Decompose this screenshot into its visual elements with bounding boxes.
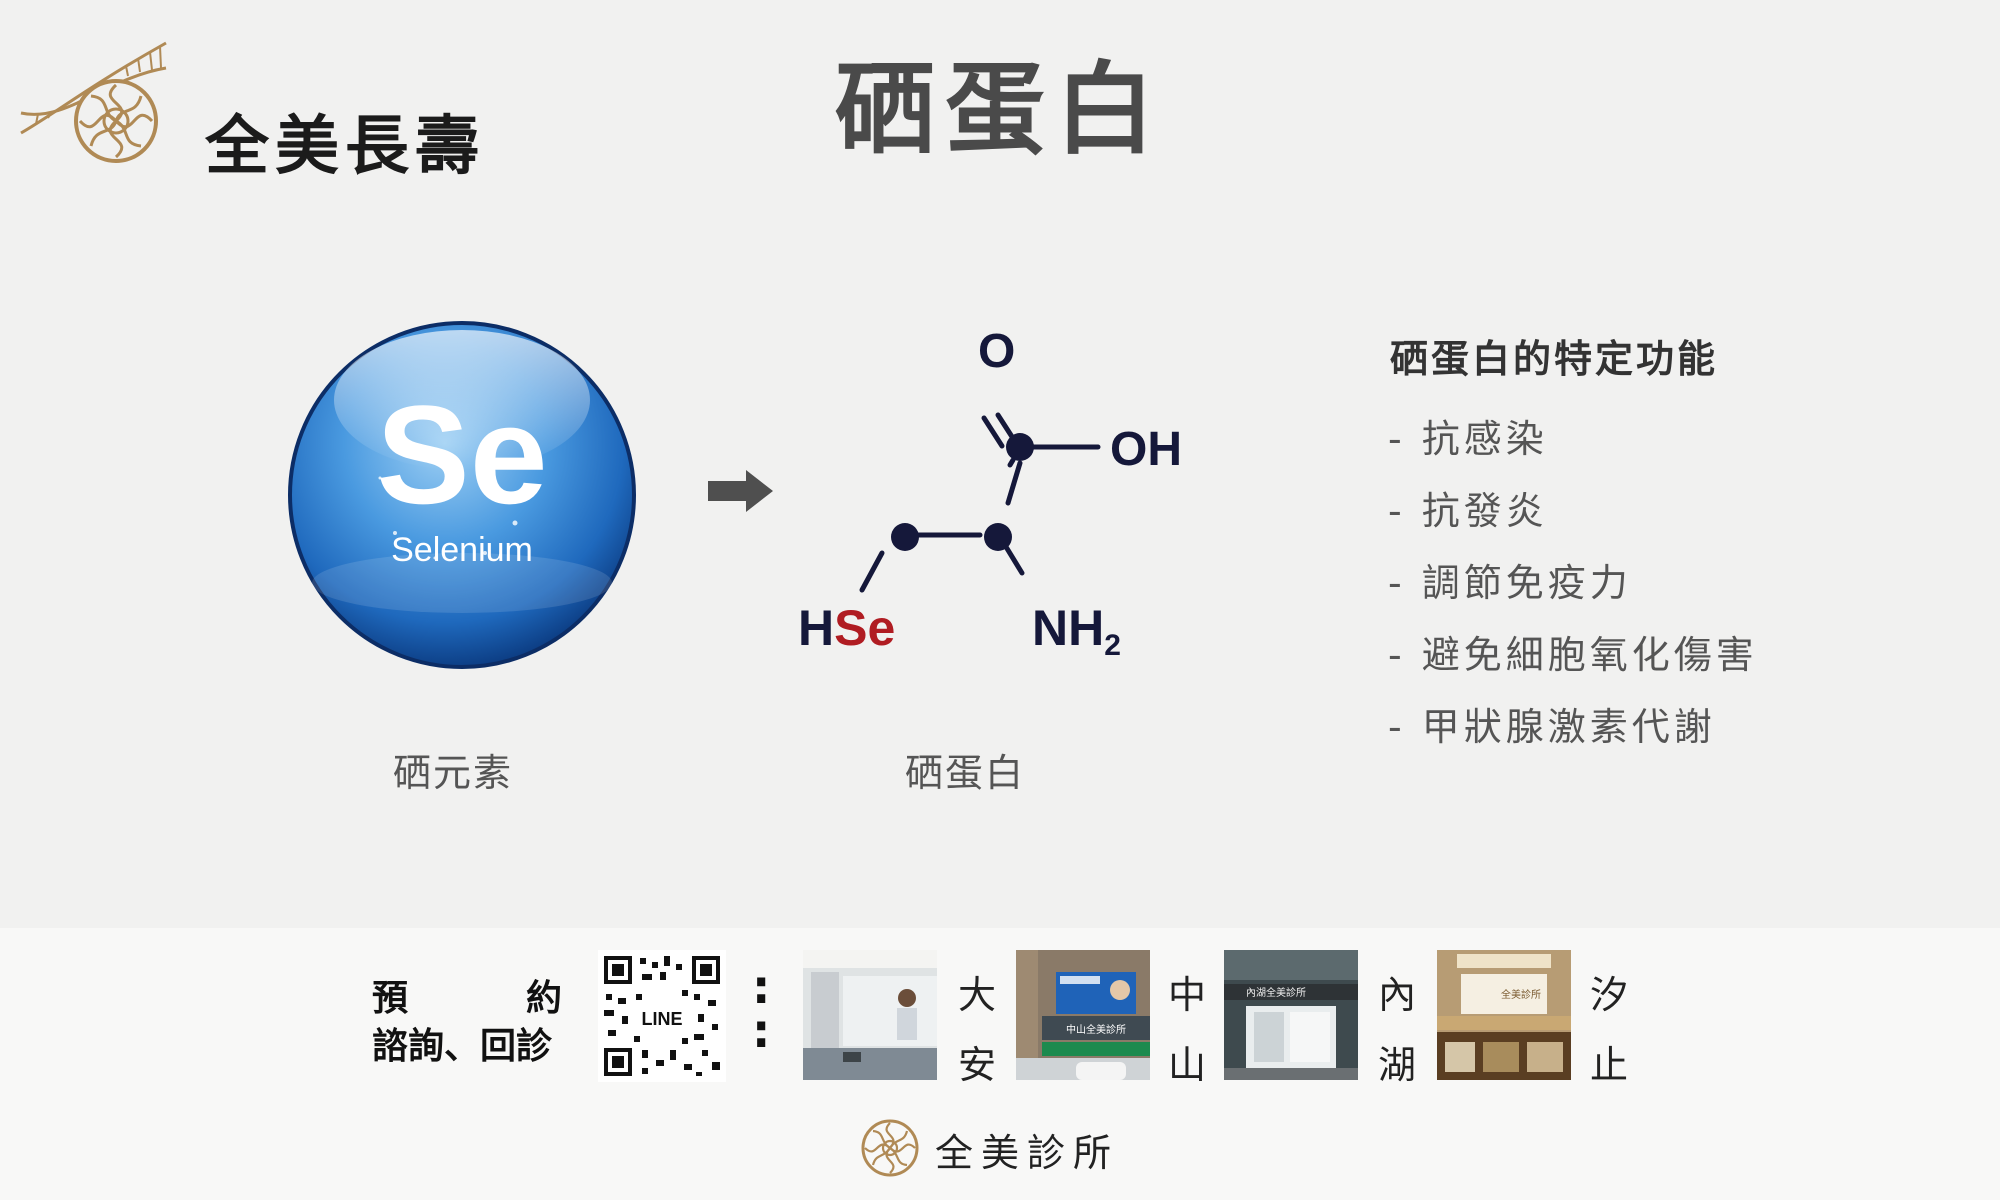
branch-daan-label[interactable]: 大 安 [957,973,996,1087]
clinic-rosette-icon [861,1119,919,1177]
function-item: - 調節免疫力 [1388,561,1632,605]
appointment-line2: 諮詢、回診 [372,1026,553,1067]
atom-o: O [978,325,1015,378]
appointment-char: 約 [525,978,562,1019]
branch-neihu-label[interactable]: 內 湖 [1377,973,1416,1087]
selenium-symbol: Se [376,376,547,533]
colon-separator: : : [752,960,771,1058]
qr-line-label: LINE [641,1009,682,1029]
clinic-name: 全美診所 [935,1131,1120,1175]
atom-oh: OH [1110,423,1182,476]
functions-title: 硒蛋白的特定功能 [1390,337,1719,381]
zhongshan-sign: 中山全美診所 [1066,1023,1126,1036]
xizhi-sign: 全美診所 [1501,988,1541,1001]
function-item: - 抗發炎 [1388,489,1548,533]
right-arrow-icon [708,470,773,512]
xizhi-clinic-photo[interactable]: 全美診所 [1437,950,1571,1080]
appointment-char: 預 [372,978,409,1019]
brand-name: 全美長壽 [205,109,485,184]
daan-clinic-photo[interactable] [803,950,937,1080]
atom-subscript: 2 [1104,629,1121,662]
dna-rosette-logo-icon [20,41,167,163]
svg-text:NH2: NH2 [1032,600,1121,662]
selenocysteine-structure: O OH HSe NH2 [798,325,1182,662]
page-title: 硒蛋白 [835,51,1165,168]
function-item: - 甲狀腺激素代謝 [1388,705,1716,749]
branch-xizhi-label[interactable]: 汐 止 [1589,973,1628,1087]
neihu-sign: 內湖全美診所 [1246,986,1306,999]
atom-nh: NH [1032,600,1104,656]
neihu-clinic-photo[interactable]: 內湖全美診所 [1224,950,1358,1080]
zhongshan-clinic-photo[interactable]: 中山全美診所 [1016,950,1150,1080]
atom-se: Se [834,600,895,656]
atom-h: H [798,600,834,656]
selenium-sphere-icon: Se Selenium [288,321,636,669]
appointment-label: 預 約 諮詢、回診 [372,975,562,1071]
functions-list: - 抗感染 - 抗發炎 - 調節免疫力 - 避免細胞氧化傷害 - 甲狀腺激素代謝 [1388,408,1758,768]
footer-band [0,928,2000,1200]
svg-text:HSe: HSe [798,600,895,656]
branch-zhongshan-label[interactable]: 中 山 [1167,973,1206,1087]
line-qr-code[interactable]: LINE [598,950,726,1082]
molecule-caption: 硒蛋白 [905,751,1026,795]
selenium-caption: 硒元素 [393,751,514,795]
function-item: - 避免細胞氧化傷害 [1388,633,1758,677]
function-item: - 抗感染 [1388,417,1548,461]
selenium-name: Selenium [391,531,533,569]
